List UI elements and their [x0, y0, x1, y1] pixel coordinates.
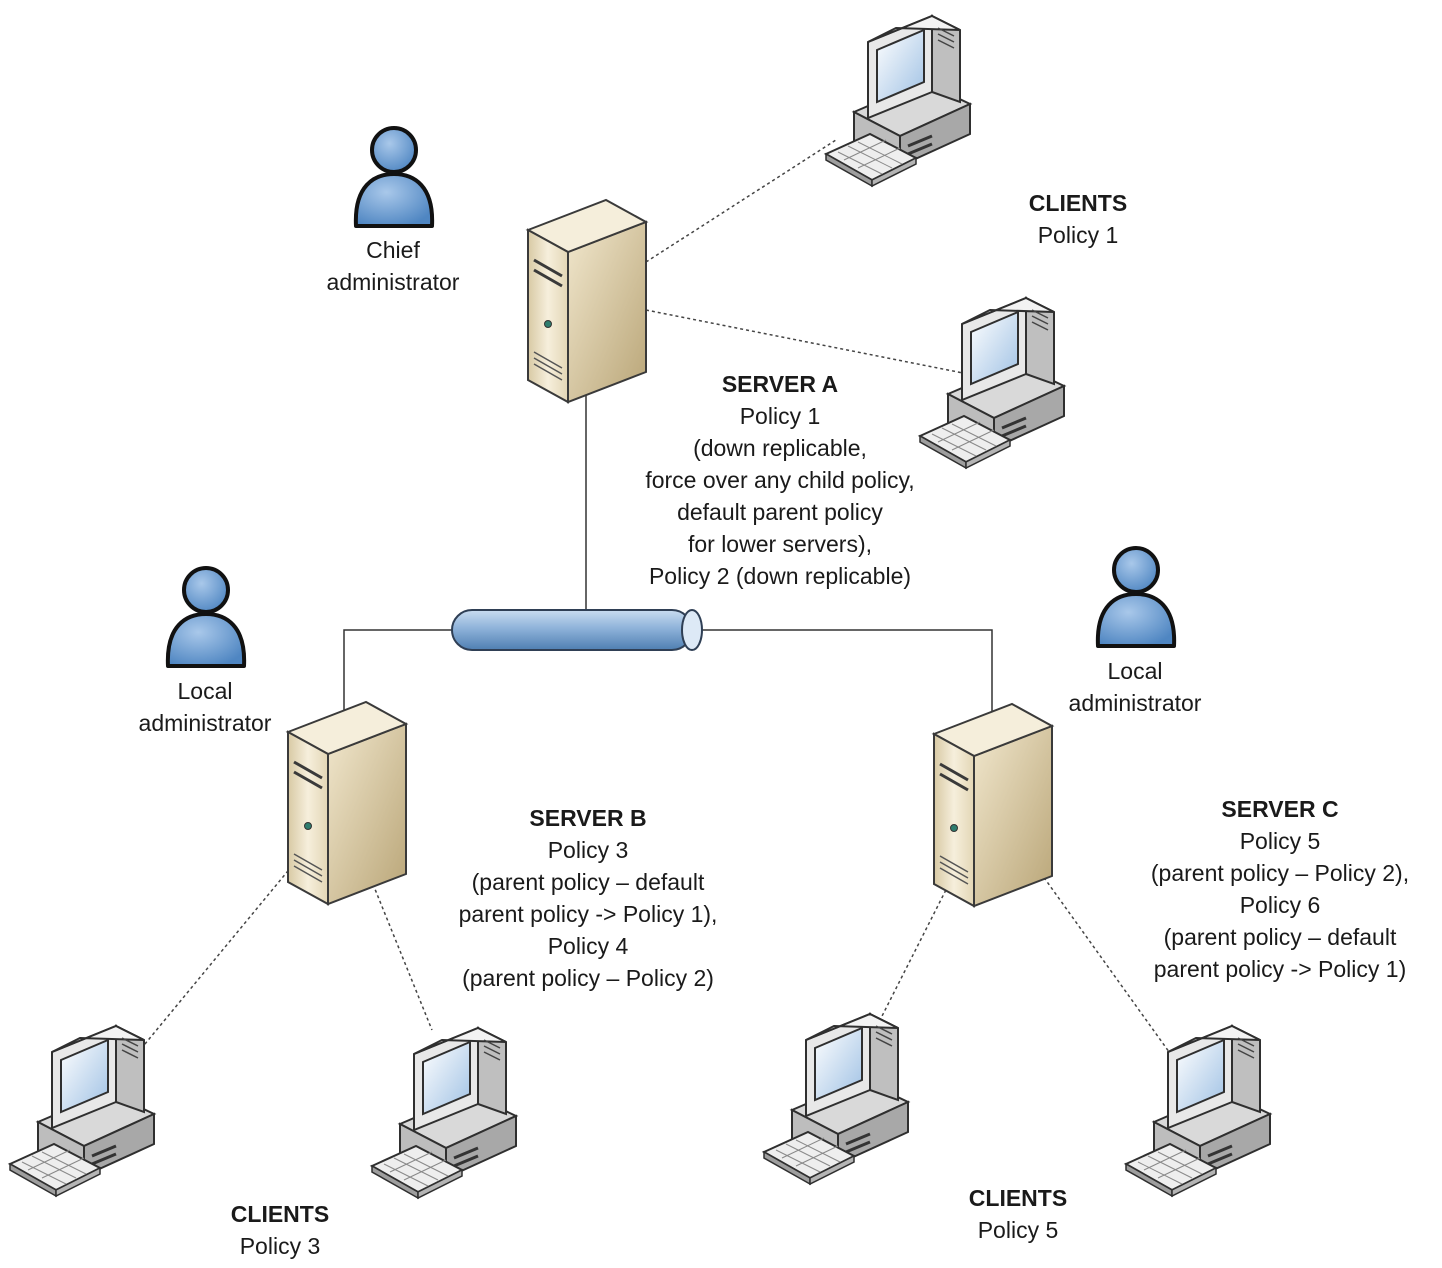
clients-a-label: CLIENTS Policy 1 [1028, 190, 1128, 248]
local-administrator-icon [1095, 546, 1177, 648]
clients-c-label: CLIENTS Policy 5 [968, 1185, 1068, 1243]
local-administrator-icon [165, 566, 247, 668]
client-computer-icon [8, 1024, 156, 1198]
network-pipe [451, 609, 703, 651]
local-administrator-c-label: Local administrator [1068, 658, 1202, 716]
server-c-icon [932, 702, 1054, 908]
client-computer-icon [762, 1012, 910, 1186]
chief-administrator-icon [353, 126, 435, 228]
client-computer-icon [370, 1026, 518, 1200]
server-c-label: SERVER C Policy 5 (parent policy – Polic… [1150, 796, 1410, 982]
clients-b-label: CLIENTS Policy 3 [230, 1201, 330, 1259]
client-links [139, 139, 1183, 1071]
client-computer-icon [824, 14, 972, 188]
local-administrator-b-label: Local administrator [138, 678, 272, 736]
chief-administrator-label: Chief administrator [326, 237, 460, 295]
server-b-label: SERVER B Policy 3 (parent policy – defau… [458, 805, 718, 991]
client-computer-icon [1124, 1024, 1272, 1198]
wired-links [343, 372, 993, 730]
server-a-label: SERVER A Policy 1 (down replicable, forc… [645, 371, 915, 589]
server-b-icon [286, 700, 408, 906]
